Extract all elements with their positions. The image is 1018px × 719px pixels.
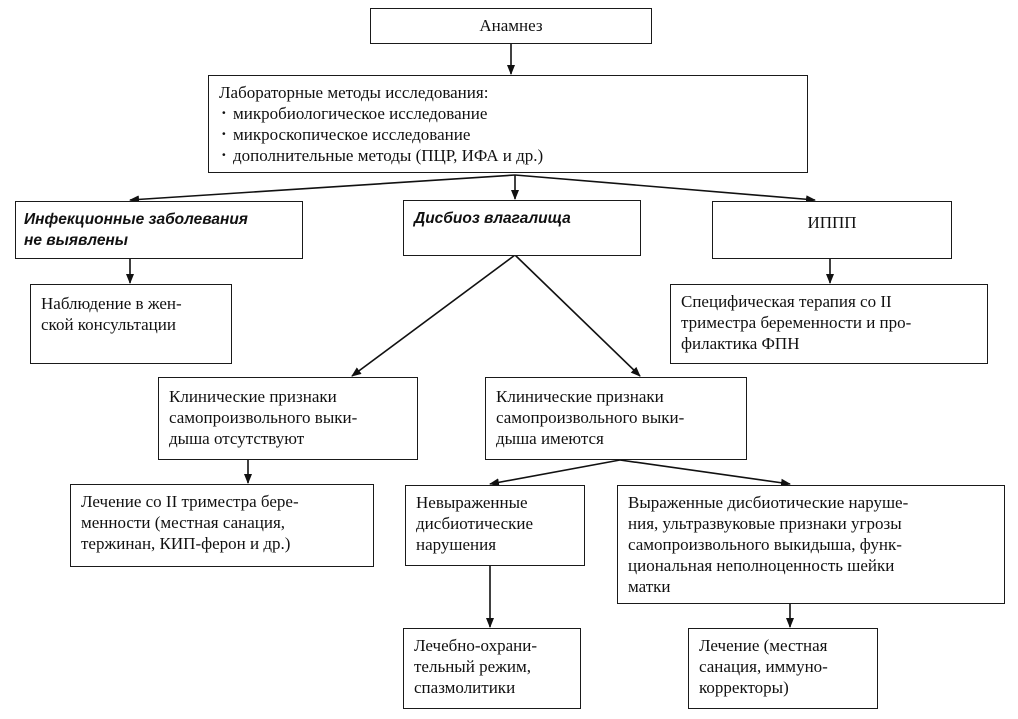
lab-method-item: микроскопическое исследование	[219, 123, 797, 145]
anamnesis-text: Анамнез	[479, 16, 543, 35]
observation-box: Наблюдение в жен- ской консультации	[30, 284, 232, 364]
lab-methods-box: Лабораторные методы исследования: микроб…	[208, 75, 808, 173]
severe-disorders-text: Выраженные дисбиотические наруше- ния, у…	[628, 493, 909, 596]
signs-absent-box: Клинические признаки самопроизвольного в…	[158, 377, 418, 460]
mild-disorders-text: Невыраженные дисбиотические нарушения	[416, 493, 534, 554]
signs-present-box: Клинические признаки самопроизвольного в…	[485, 377, 747, 460]
arrow-lab-stis	[514, 174, 816, 204]
specific-therapy-text: Специфическая терапия со II триместра бе…	[681, 292, 912, 353]
severe-disorders-box: Выраженные дисбиотические наруше- ния, у…	[617, 485, 1005, 604]
arrow-dysbiosis-signs-absent	[351, 254, 516, 377]
mild-disorders-box: Невыраженные дисбиотические нарушения	[405, 485, 585, 566]
arrow-lab-no-infection	[129, 174, 516, 204]
observation-text: Наблюдение в жен- ской консультации	[41, 294, 182, 334]
stis-box: ИППП	[712, 201, 952, 259]
signs-present-text: Клинические признаки самопроизвольного в…	[496, 387, 685, 448]
lab-methods-title: Лабораторные методы исследования:	[219, 83, 489, 102]
lab-methods-list: микробиологическое исследование микроско…	[219, 102, 797, 166]
treatment-second-trimester-text: Лечение со II триместра бере- менности (…	[81, 492, 299, 553]
no-infection-text: Инфекционные заболевания не выявлены	[24, 211, 248, 249]
anamnesis-box: Анамнез	[370, 8, 652, 44]
specific-therapy-box: Специфическая терапия со II триместра бе…	[670, 284, 988, 364]
signs-absent-text: Клинические признаки самопроизвольного в…	[169, 387, 358, 448]
lab-method-item: дополнительные методы (ПЦР, ИФА и др.)	[219, 144, 797, 166]
dysbiosis-text: Дисбиоз влагалища	[414, 210, 571, 227]
arrow-dysbiosis-signs-present	[514, 254, 641, 377]
treatment-second-trimester-box: Лечение со II триместра бере- менности (…	[70, 484, 374, 567]
treatment-local-box: Лечение (местная санация, иммуно- коррек…	[688, 628, 878, 709]
dysbiosis-box: Дисбиоз влагалища	[403, 200, 641, 256]
lab-method-item: микробиологическое исследование	[219, 102, 797, 124]
stis-text: ИППП	[807, 213, 857, 232]
arrow-signs-present-mild	[489, 459, 621, 487]
no-infection-box: Инфекционные заболевания не выявлены	[15, 201, 303, 259]
treatment-local-text: Лечение (местная санация, иммуно- коррек…	[699, 636, 828, 697]
protective-regimen-box: Лечебно-охрани- тельный режим, спазмолит…	[403, 628, 581, 709]
protective-regimen-text: Лечебно-охрани- тельный режим, спазмолит…	[414, 636, 538, 697]
arrow-signs-present-severe	[619, 459, 791, 487]
